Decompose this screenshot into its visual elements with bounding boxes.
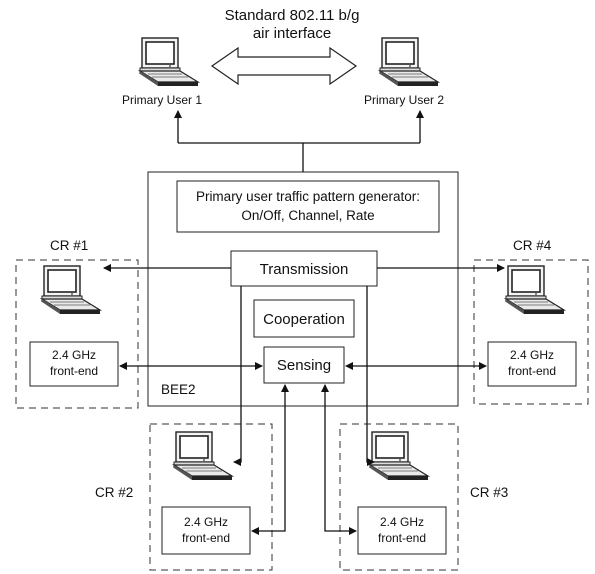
- cr4-frontend-line1: 2.4 GHz: [510, 348, 554, 362]
- cr2-frontend-box: [161, 506, 251, 555]
- primary-user-1-laptop-icon: [139, 37, 199, 87]
- cr2-laptop-icon: [173, 431, 233, 481]
- cr4-label: CR #4: [513, 238, 552, 253]
- primary-user-1-label: Primary User 1: [122, 93, 202, 107]
- sensing-cr3-frontend-link: [321, 384, 357, 535]
- cooperation-label: Cooperation: [263, 311, 345, 328]
- sensing-label: Sensing: [277, 357, 331, 374]
- traffic-generator-box: [176, 180, 440, 233]
- cr2-frontend-line1: 2.4 GHz: [184, 515, 228, 529]
- transmission-box: [230, 250, 378, 287]
- cr1-node-boundary: [15, 259, 139, 409]
- sensing-cr2-frontend-link: [251, 384, 289, 535]
- air-interface-double-arrow: [210, 46, 358, 86]
- transmission-to-cr2-arrow: [233, 286, 242, 466]
- cr3-label: CR #3: [470, 485, 508, 500]
- sensing-box: [263, 346, 345, 384]
- cr3-laptop-icon: [369, 431, 429, 481]
- cr4-frontend-box: [487, 341, 577, 387]
- cr3-frontend-box: [357, 506, 447, 555]
- cr2-frontend-line2: front-end: [182, 531, 230, 545]
- air-interface-title: Standard 802.11 b/g: [225, 7, 360, 24]
- cr3-frontend-line1: 2.4 GHz: [380, 515, 424, 529]
- traffic-generator-subtitle: On/Off, Channel, Rate: [241, 208, 374, 223]
- cr1-frontend-box: [29, 341, 119, 387]
- transmission-to-cr3-arrow: [366, 286, 375, 466]
- cr1-frontend-line2: front-end: [50, 364, 98, 378]
- cr4-frontend-line2: front-end: [508, 364, 556, 378]
- cr1-label: CR #1: [50, 238, 88, 253]
- primary-user-2-laptop-icon: [379, 37, 439, 87]
- air-interface-subtitle: air interface: [253, 25, 331, 42]
- cooperation-box: [253, 299, 355, 338]
- primary-user-2-label: Primary User 2: [364, 93, 444, 107]
- bee2-label: BEE2: [161, 382, 196, 397]
- cr1-frontend-line1: 2.4 GHz: [52, 348, 96, 362]
- cr1-laptop-icon: [41, 265, 101, 315]
- cr4-node-boundary: [473, 259, 589, 405]
- cr3-frontend-line2: front-end: [378, 531, 426, 545]
- cr2-label: CR #2: [95, 485, 133, 500]
- traffic-generator-title: Primary user traffic pattern generator:: [196, 189, 420, 204]
- cr4-laptop-icon: [505, 265, 565, 315]
- transmission-label: Transmission: [260, 261, 349, 278]
